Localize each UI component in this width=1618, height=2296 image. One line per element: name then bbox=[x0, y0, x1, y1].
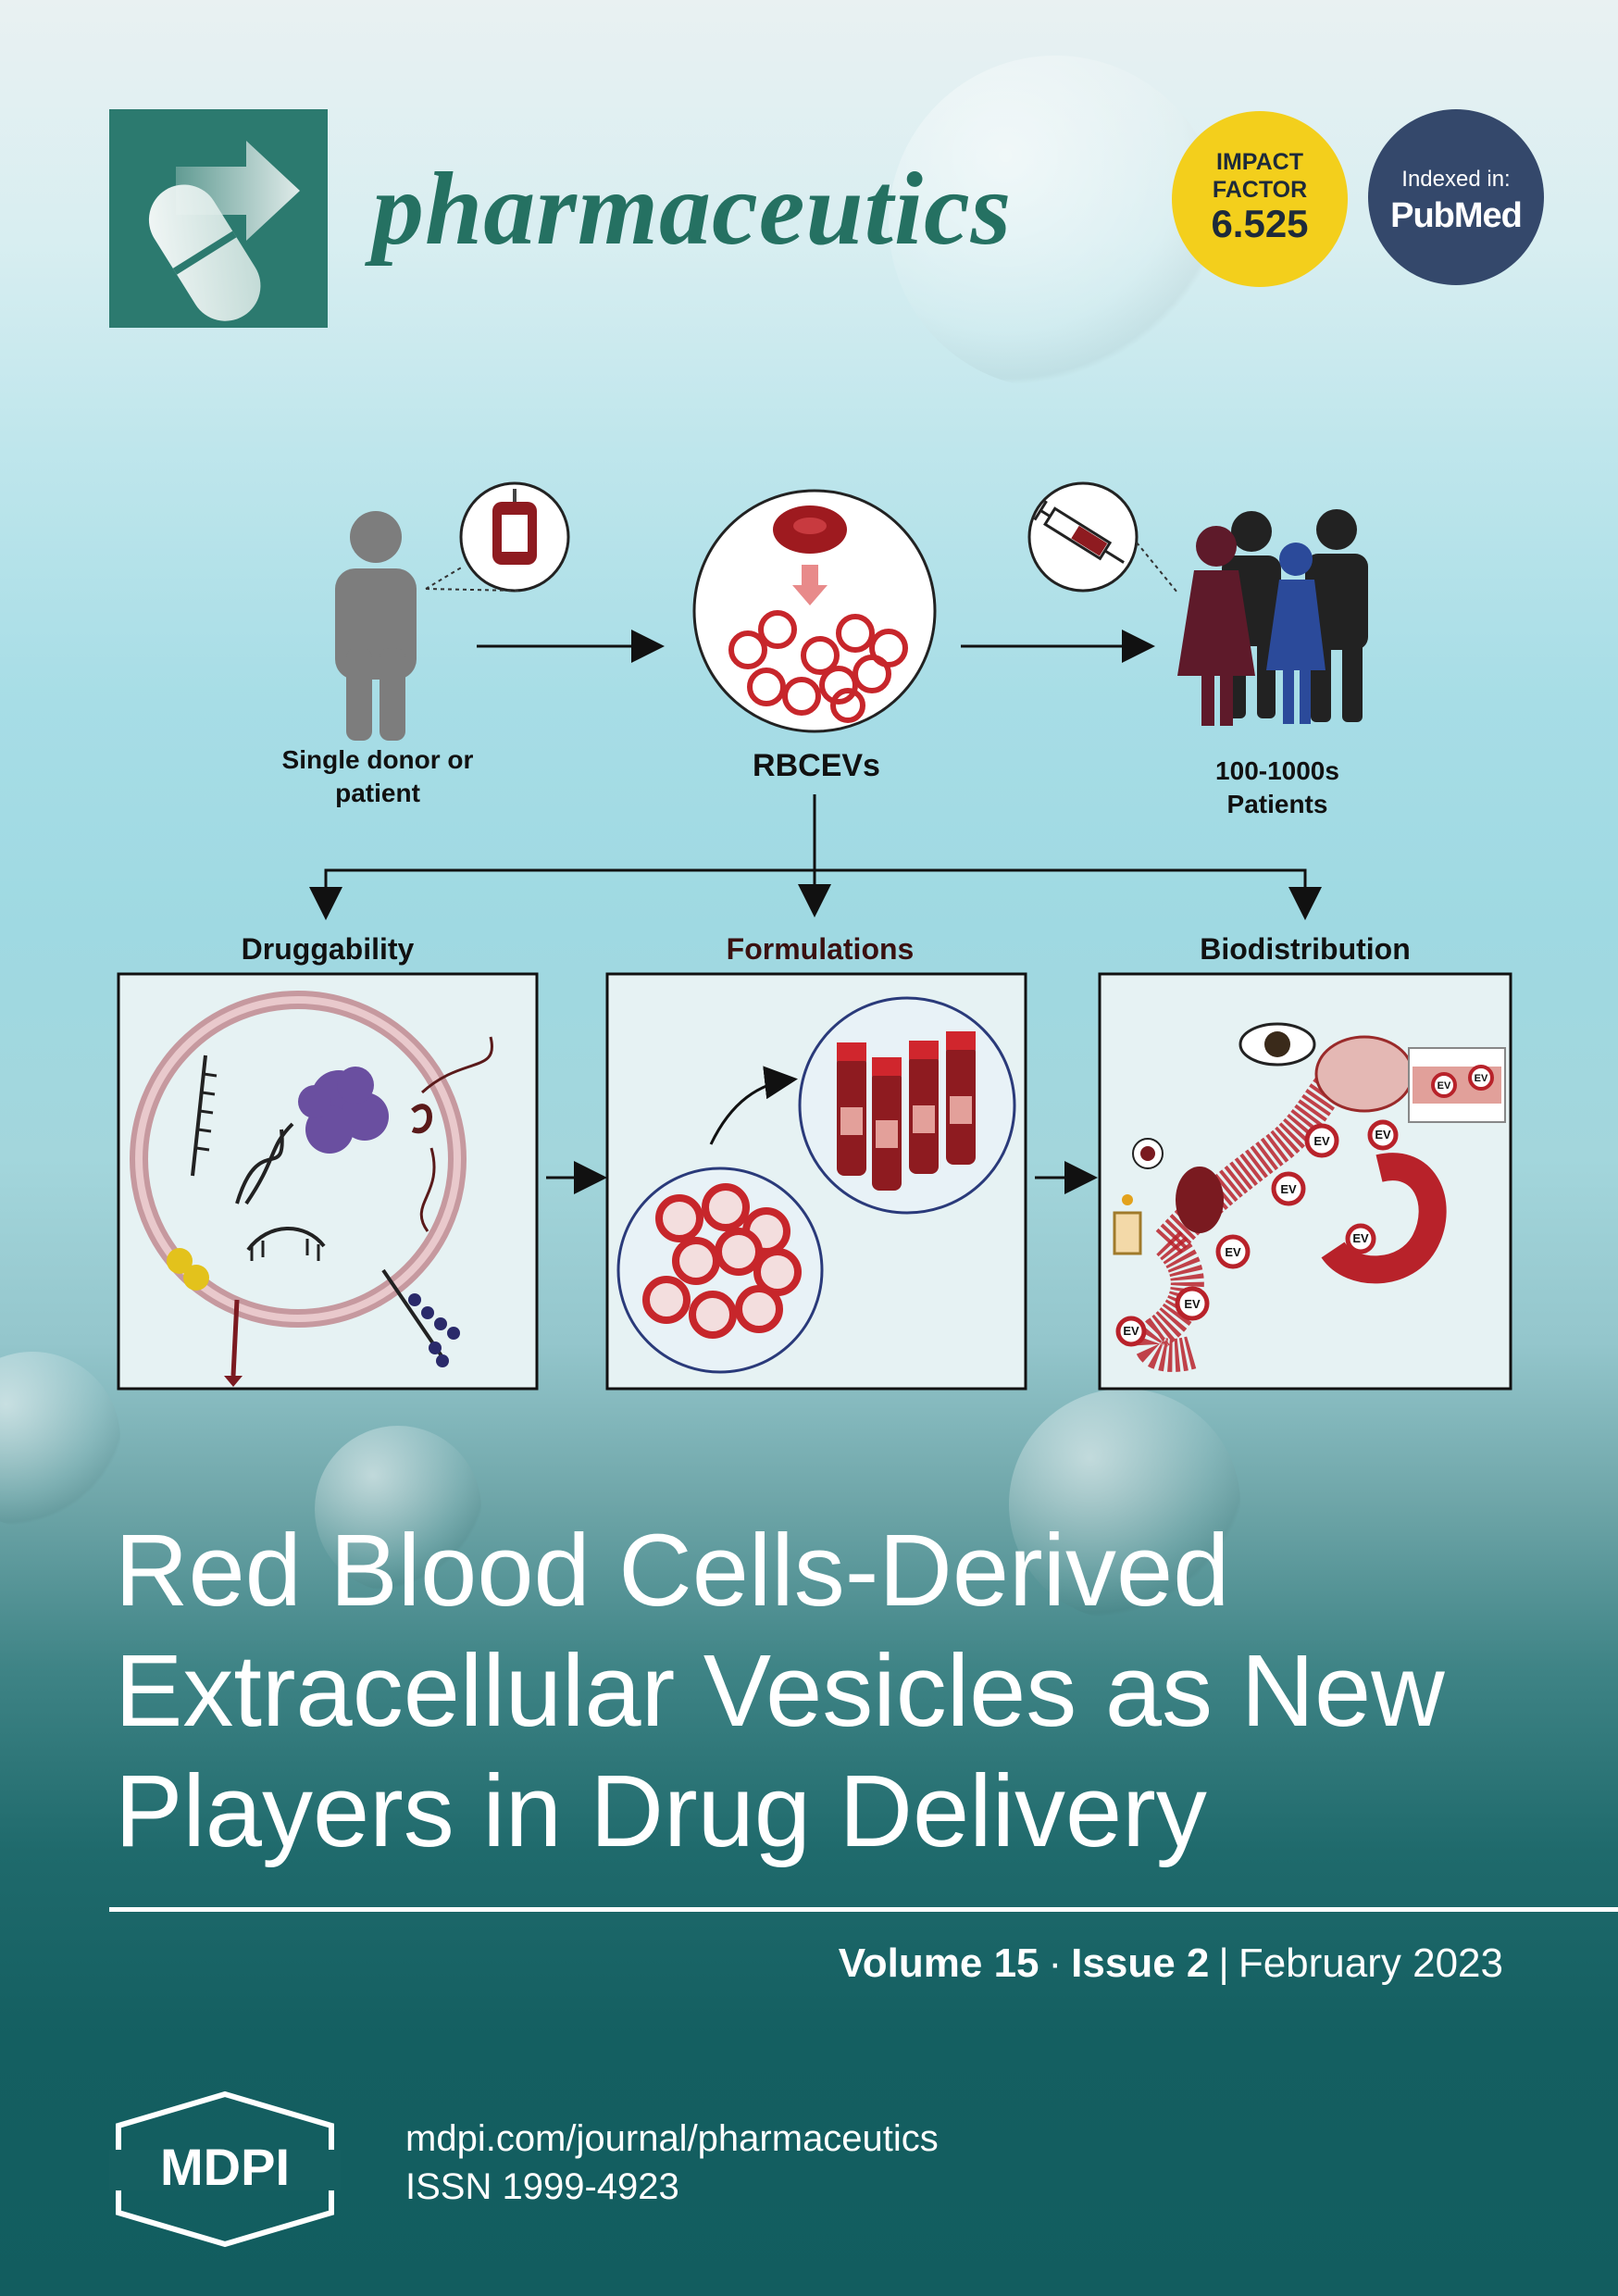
issn-label: ISSN 1999-4923 bbox=[405, 2166, 679, 2207]
panel-biodistribution: EV EV EV EV EV EV EV EV EV bbox=[1098, 972, 1512, 1391]
issue-label: Issue 2 bbox=[1071, 1940, 1210, 1986]
impact-label-line-2: FACTOR bbox=[1212, 177, 1308, 203]
callout-line bbox=[425, 566, 464, 590]
patients-group-icon bbox=[1177, 509, 1368, 726]
patients-label: Patients bbox=[1227, 790, 1328, 818]
protein-icon bbox=[298, 1067, 389, 1154]
panel-title-formulations: Formulations bbox=[727, 932, 915, 966]
stomach-icon bbox=[1321, 1153, 1447, 1284]
indexed-label: Indexed in: bbox=[1401, 167, 1511, 192]
journal-logo bbox=[109, 109, 328, 328]
divider bbox=[109, 1907, 1618, 1912]
callout-line bbox=[425, 588, 519, 592]
ev-tag: EV bbox=[1184, 1297, 1201, 1311]
panel-title-druggability: Druggability bbox=[242, 932, 415, 966]
branch-connectors bbox=[309, 794, 1322, 920]
date-label: February 2023 bbox=[1238, 1940, 1503, 1986]
kidney-icon bbox=[1176, 1167, 1224, 1233]
background-bubble bbox=[315, 1426, 481, 1592]
ev-tag: EV bbox=[1375, 1128, 1391, 1142]
volume-label: Volume 15 bbox=[838, 1940, 1039, 1986]
rbcev-circle bbox=[692, 489, 937, 733]
rbcev-label: RBCEVs bbox=[753, 748, 880, 783]
impact-factor-value: 6.525 bbox=[1211, 202, 1309, 245]
mdpi-logo: MDPI bbox=[109, 2090, 341, 2248]
background-bubble bbox=[889, 56, 1222, 389]
journal-url[interactable]: mdpi.com/journal/pharmaceutics bbox=[405, 2118, 939, 2159]
callout-line bbox=[1136, 542, 1178, 593]
pubmed-label: PubMed bbox=[1390, 196, 1523, 235]
article-title: Red Blood Cells-Derived Extracellular Ve… bbox=[115, 1514, 1445, 1868]
separator-bar: | bbox=[1218, 1940, 1229, 1986]
panel-formulations bbox=[605, 972, 1027, 1391]
ev-tag: EV bbox=[1475, 1073, 1488, 1084]
eye-icon bbox=[1238, 1022, 1316, 1067]
vesicle-cluster bbox=[728, 610, 908, 723]
cup-icon bbox=[1113, 1194, 1142, 1255]
pill-arrow-icon bbox=[148, 141, 300, 321]
donor-label: patient bbox=[335, 779, 420, 807]
panel-title-biodistribution: Biodistribution bbox=[1200, 932, 1411, 966]
donor-person-icon bbox=[335, 511, 417, 741]
ev-tag: EV bbox=[1280, 1182, 1297, 1196]
pubmed-badge: Indexed in: PubMed bbox=[1368, 109, 1544, 285]
panel-druggability bbox=[117, 972, 539, 1391]
donor-label: Single donor or bbox=[282, 745, 474, 774]
issue-info: Volume 15·Issue 2|February 2023 bbox=[839, 1940, 1503, 1987]
blood-bag-icon bbox=[459, 481, 570, 593]
ev-tag: EV bbox=[1352, 1231, 1369, 1245]
background-bubble bbox=[1009, 1389, 1240, 1620]
blood-vials-icon bbox=[837, 1031, 976, 1191]
ev-tag: EV bbox=[1225, 1245, 1241, 1259]
mdpi-logo-text: MDPI bbox=[160, 2138, 290, 2196]
ev-tag: EV bbox=[1123, 1324, 1139, 1338]
ev-tag: EV bbox=[1438, 1080, 1451, 1092]
brain-icon bbox=[1314, 1035, 1414, 1113]
impact-factor-badge: IMPACT FACTOR 6.525 bbox=[1172, 111, 1348, 287]
journal-name: pharmaceutics bbox=[372, 152, 1013, 267]
patients-label: 100-1000s bbox=[1215, 756, 1339, 785]
impact-factor-label: IMPACT FACTOR bbox=[1172, 148, 1348, 204]
separator-dot: · bbox=[1048, 1940, 1063, 1986]
impact-label-line-1: IMPACT bbox=[1216, 149, 1303, 175]
ev-tag: EV bbox=[1313, 1134, 1330, 1148]
syringe-icon bbox=[1027, 481, 1139, 593]
